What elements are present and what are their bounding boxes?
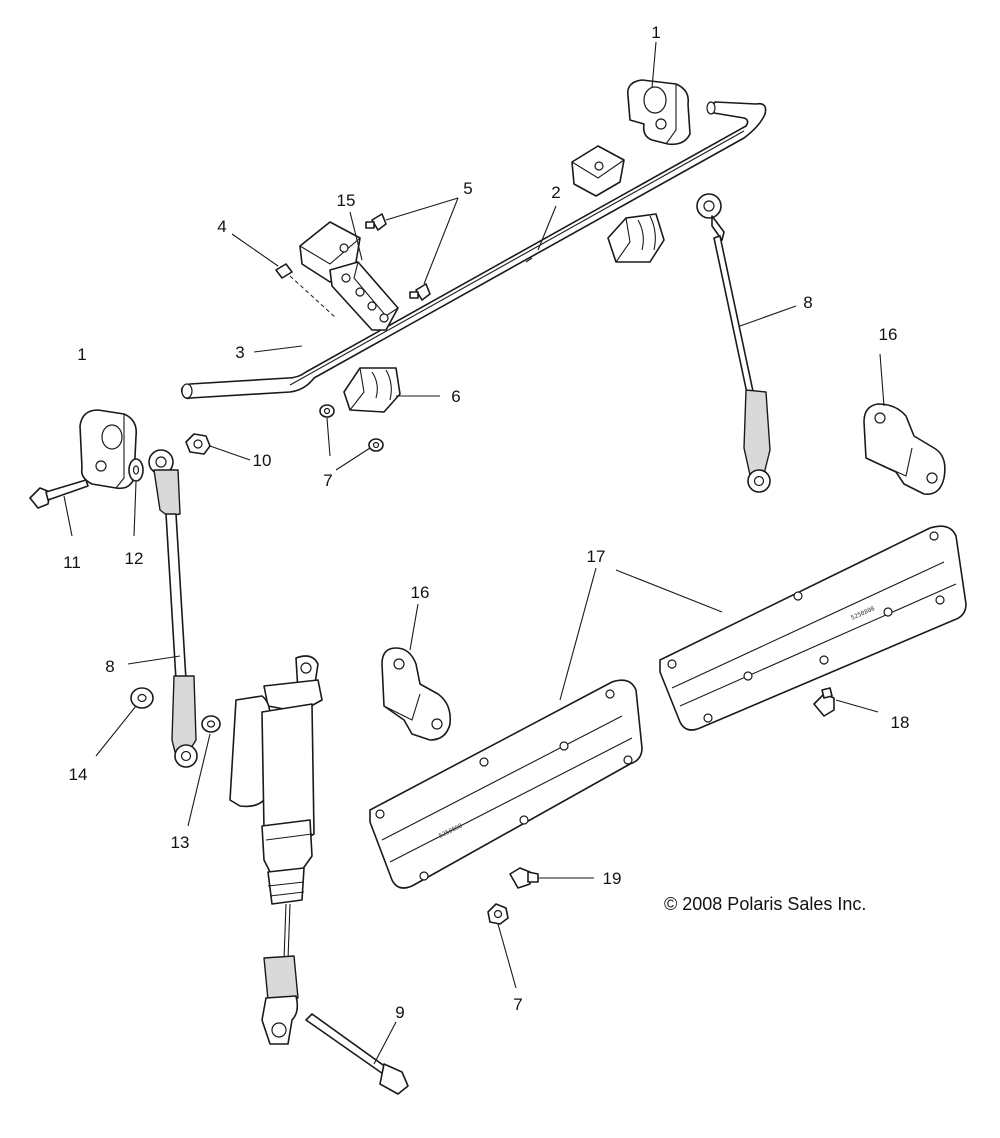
nut-7-lower [487,903,509,925]
callout-16-right: 16 [879,325,898,344]
link-rod-right [696,193,771,493]
bushing-upper [626,79,691,146]
link-rod-left [148,449,198,768]
callout-13: 13 [171,833,190,852]
bushing-lower [79,409,138,490]
callout-16-left: 16 [411,583,430,602]
shock-absorber [229,655,323,1045]
callout-17: 17 [587,547,606,566]
rail-17-right: 5250808 [659,525,967,731]
bar-bushing-lower [343,367,401,413]
bolt-11 [29,479,89,509]
callout-8-right: 8 [803,293,812,312]
callout-15: 15 [337,191,356,210]
callout-1-upper: 1 [651,23,660,42]
bolt-9 [305,1013,409,1095]
bracket-16-right [863,403,946,495]
callout-7-upper: 7 [323,471,332,490]
screws-5 [365,213,431,301]
callout-14: 14 [69,765,88,784]
clamp-plate [329,261,399,331]
callout-8-left: 8 [105,657,114,676]
stabilizer-bar [180,101,767,400]
bracket-16-left [381,647,452,741]
callout-19: 19 [603,869,622,888]
callout-1-lower: 1 [77,345,86,364]
callout-7-lower: 7 [513,995,522,1014]
screw-19 [509,867,539,889]
callout-9: 9 [395,1003,404,1022]
callout-labels: 1 2 3 4 5 6 7 8 1 10 11 12 8 14 13 15 16… [63,23,909,1022]
nut-14 [130,687,154,709]
callout-6: 6 [451,387,460,406]
nuts-7-upper [319,404,384,452]
callout-12: 12 [125,549,144,568]
clamp-bracket-right [571,145,625,197]
washer-12 [128,458,144,482]
copyright-notice: © 2008 Polaris Sales Inc. [664,894,866,914]
callout-11: 11 [63,553,81,572]
callout-4: 4 [217,217,226,236]
callout-10: 10 [253,451,272,470]
screw-4 [275,263,337,319]
leader-lines [63,41,885,1065]
callout-5: 5 [463,179,472,198]
screw-18 [813,687,835,717]
callout-3: 3 [235,343,244,362]
rail-17-left: 5250808 [369,679,643,889]
nut-10 [185,433,211,455]
bar-bushing-upper [607,213,665,263]
callout-2: 2 [551,183,560,202]
spacer-13 [201,715,221,733]
callout-18: 18 [891,713,910,732]
